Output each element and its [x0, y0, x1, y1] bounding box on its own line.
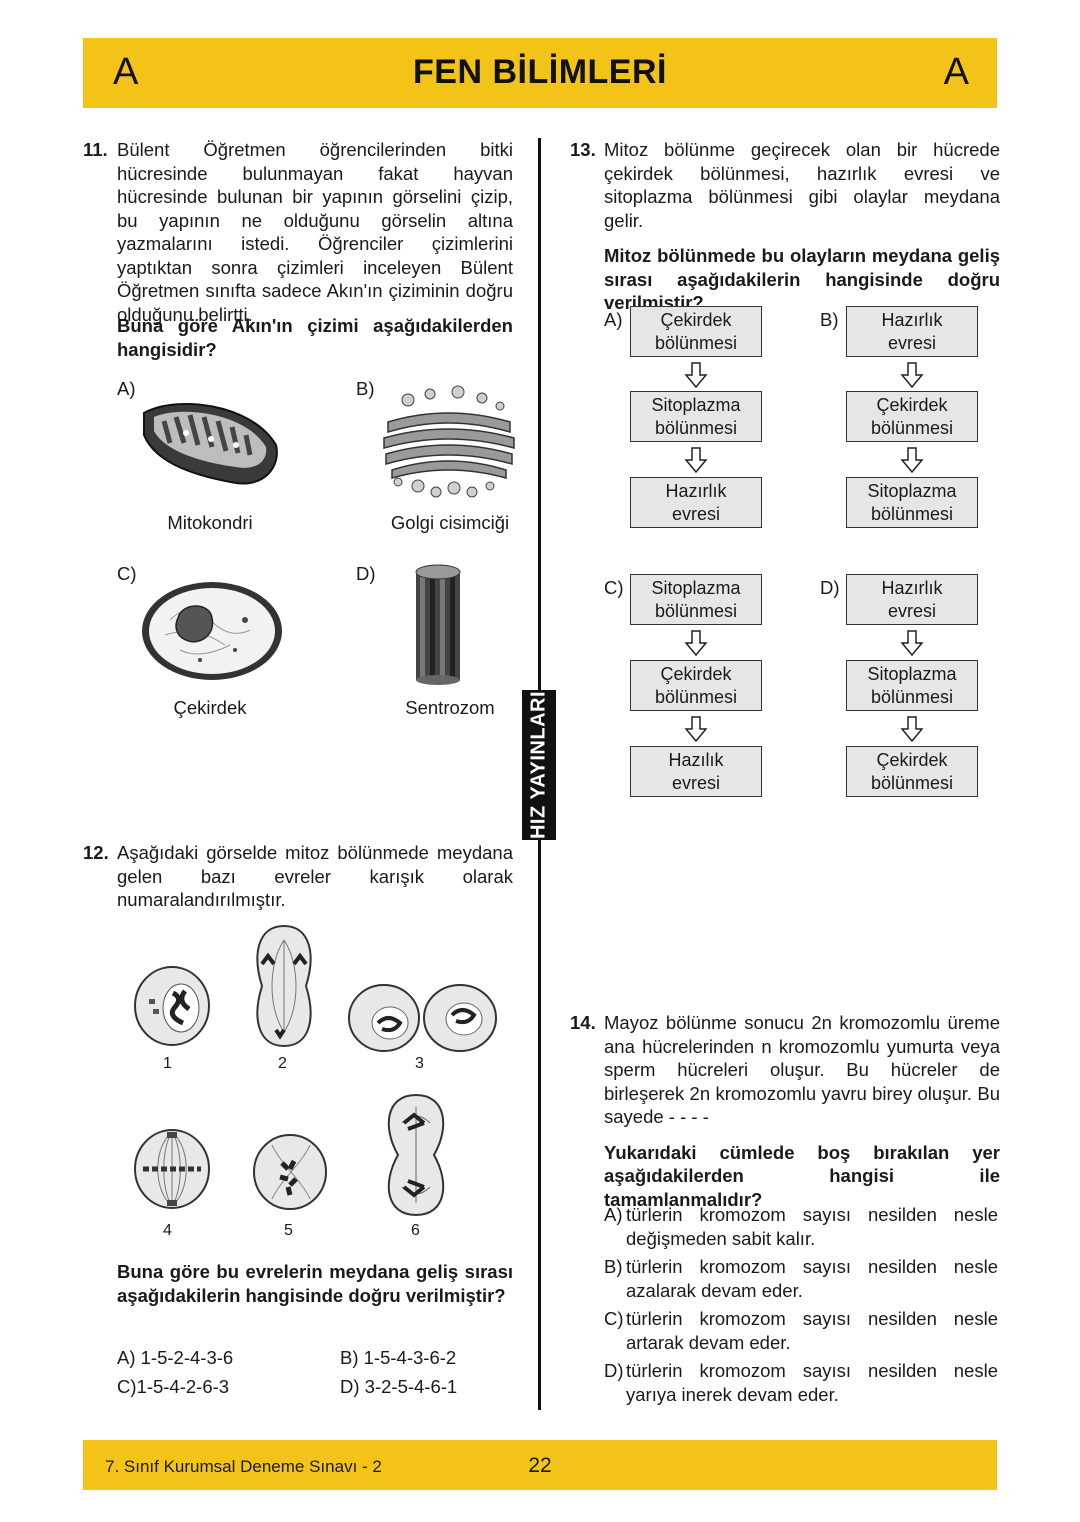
option-letter-a: A) [117, 378, 136, 399]
centrosome-icon [415, 564, 461, 685]
booklet-letter-left: A [113, 51, 139, 93]
booklet-letter-right: A [943, 51, 969, 93]
option-letter-c: C) [117, 563, 137, 584]
stage-number: 4 [163, 1222, 172, 1239]
mitosis-stage-2-icon [256, 924, 312, 1048]
down-arrow-icon [684, 447, 708, 473]
mitosis-stage-4-icon [134, 1129, 210, 1209]
down-arrow-icon [900, 630, 924, 656]
mitochondria-icon [143, 403, 278, 485]
down-arrow-icon [900, 716, 924, 742]
nucleus-icon [142, 582, 282, 680]
publisher-brand: HIZ YAYINLARI [522, 690, 556, 840]
option-letter-d: D) [820, 577, 840, 598]
option-letter-d: D) [356, 563, 376, 584]
mitosis-stage-3-icon [348, 984, 497, 1052]
golgi-icon [383, 385, 515, 498]
option-b: B)türlerin kromozom sayısı nesilden nesl… [604, 1256, 998, 1301]
option-letter-b: B) [356, 378, 375, 399]
question-number: 11. [83, 139, 108, 160]
question-prompt: Buna göre Akın'ın çizimi aşağıdakilerden… [117, 315, 513, 360]
question-13: 13. Mitoz bölünme geçirecek olan bir hüc… [570, 138, 1000, 315]
option-c: C)türlerin kromozom sayısı nesilden nesl… [604, 1308, 998, 1353]
question-text: Bülent Öğretmen öğrencilerinden bitki hü… [117, 139, 513, 325]
mitosis-stage-6-icon [387, 1093, 445, 1217]
question-prompt: Mitoz bölünmede bu olayların meydana gel… [604, 245, 1000, 313]
question-11: 11. Bülent Öğretmen öğrencilerinden bitk… [83, 138, 513, 361]
down-arrow-icon [684, 362, 708, 388]
stage-number: 6 [411, 1222, 420, 1239]
option-letter-a: A) [604, 309, 623, 330]
stage-number: 2 [278, 1055, 287, 1072]
question-number: 13. [570, 139, 596, 160]
question-14: 14. Mayoz bölünme sonucu 2n kromozomlu ü… [570, 1011, 1000, 1211]
answer-b: B) 1-5-4-3-6-2 [340, 1347, 457, 1368]
down-arrow-icon [684, 716, 708, 742]
option-a: A)türlerin kromozom sayısı nesilden nesl… [604, 1204, 998, 1249]
option-d: D)türlerin kromozom sayısı nesilden nesl… [604, 1360, 998, 1405]
question-prompt: Yukarıdaki cümlede boş bırakılan yer aşa… [604, 1141, 1000, 1210]
question-text: Mitoz bölünme geçirecek olan bir hücrede… [604, 139, 1000, 231]
mitosis-stage-5-icon [253, 1134, 327, 1210]
option-letter-b: B) [820, 309, 839, 330]
question-number: 14. [570, 1012, 596, 1033]
option-letter-c: C) [604, 577, 624, 598]
caption-nucleus: Çekirdek [173, 697, 247, 718]
caption-centrosome: Sentrozom [405, 697, 495, 718]
mitosis-stage-1-icon [134, 966, 210, 1046]
stage-number: 1 [163, 1055, 172, 1072]
header-bar: A FEN BİLİMLERİ A [83, 38, 997, 108]
page-number: 22 [528, 1454, 552, 1477]
answer-c: C)1-5-4-2-6-3 [117, 1376, 230, 1397]
down-arrow-icon [684, 630, 708, 656]
question-12: 12. Aşağıdaki görselde mitoz bölünmede m… [83, 841, 513, 912]
question-text: Aşağıdaki görselde mitoz bölünmede meyda… [117, 842, 513, 910]
down-arrow-icon [900, 362, 924, 388]
question-text: Mayoz bölünme sonucu 2n kromozomlu üreme… [604, 1012, 1000, 1127]
exam-name: 7. Sınıf Kurumsal Deneme Sınavı - 2 [105, 1457, 382, 1476]
page-title: FEN BİLİMLERİ [413, 53, 667, 91]
caption-golgi: Golgi cisimciği [390, 512, 510, 533]
answer-a: A) 1-5-2-4-3-6 [117, 1347, 234, 1368]
answer-d: D) 3-2-5-4-6-1 [340, 1376, 458, 1397]
caption-mitochondria: Mitokondri [167, 512, 253, 533]
stage-number: 5 [284, 1222, 293, 1239]
question-12-prompt: Buna göre bu evrelerin meydana geliş sır… [117, 1260, 513, 1307]
question-number: 12. [83, 842, 109, 863]
footer-bar: 7. Sınıf Kurumsal Deneme Sınavı - 2 22 [83, 1440, 997, 1490]
stage-number: 3 [415, 1055, 424, 1072]
down-arrow-icon [900, 447, 924, 473]
question-prompt: Buna göre bu evrelerin meydana geliş sır… [117, 1261, 513, 1306]
